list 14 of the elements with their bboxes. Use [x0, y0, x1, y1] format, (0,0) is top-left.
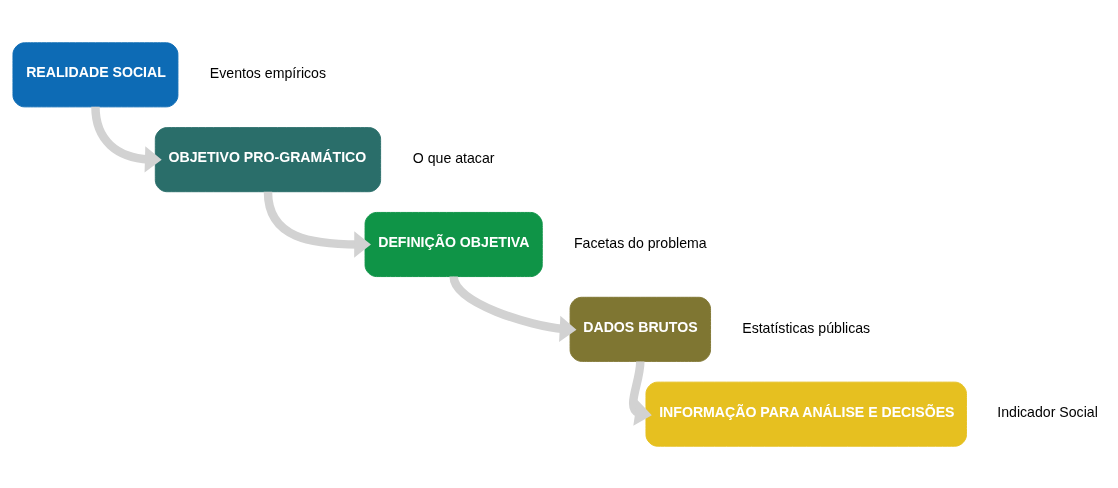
node-box: DADOS BRUTOS	[569, 296, 711, 362]
node-label: Estatísticas públicas	[742, 319, 871, 336]
arrow	[449, 275, 577, 342]
arrow	[629, 360, 652, 426]
node-label: O que atacar	[412, 149, 495, 166]
node-box: REALIDADE SOCIAL	[12, 41, 179, 107]
node-label: Eventos empíricos	[209, 64, 327, 81]
node-label: Facetas do problema	[573, 234, 707, 251]
arrow	[263, 190, 371, 258]
node-label: Indicador Social	[997, 403, 1098, 420]
node-box: DEFINIÇÃO OBJETIVA	[364, 211, 543, 277]
node-box: INFORMAÇÃO PARA ANÁLISE E DECISÕES	[645, 381, 967, 447]
node-box: OBJETIVO PRO-GRAMÁTICO	[154, 126, 382, 192]
arrow	[91, 106, 162, 173]
